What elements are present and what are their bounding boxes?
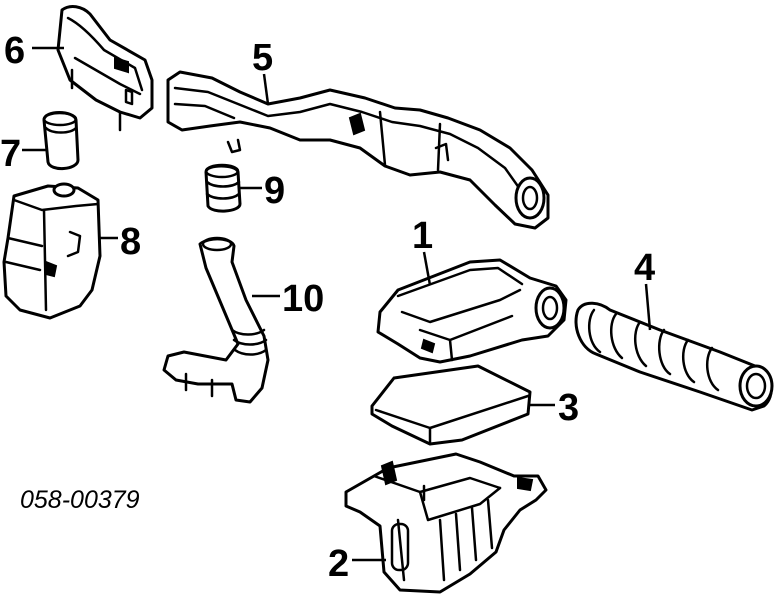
diagram-part-number: 058-00379 xyxy=(20,486,140,514)
leader-4 xyxy=(644,283,652,331)
callout-7: 7 xyxy=(0,133,21,175)
part-5-air-duct xyxy=(166,70,550,230)
part-10-hose xyxy=(162,236,270,404)
leader-5 xyxy=(262,73,270,105)
callout-9: 9 xyxy=(264,170,285,212)
leader-lines xyxy=(22,46,652,562)
callout-5: 5 xyxy=(252,37,273,79)
callout-3: 3 xyxy=(558,387,579,429)
part-9-grommet xyxy=(204,163,242,213)
callout-2: 2 xyxy=(328,543,349,585)
part-2-lower-housing xyxy=(344,452,548,594)
callout-10: 10 xyxy=(282,278,324,320)
callout-4: 4 xyxy=(634,247,655,289)
callout-6: 6 xyxy=(4,30,25,72)
part-7-grommet xyxy=(42,111,80,170)
leader-1 xyxy=(422,251,432,286)
part-1-cover xyxy=(376,258,568,364)
callout-8: 8 xyxy=(120,221,141,263)
part-4-flex-hose xyxy=(574,301,774,412)
callout-1: 1 xyxy=(412,215,433,257)
part-3-filter xyxy=(370,364,532,446)
part-8-reservoir xyxy=(2,182,102,320)
part-6-intake-duct xyxy=(56,5,154,132)
